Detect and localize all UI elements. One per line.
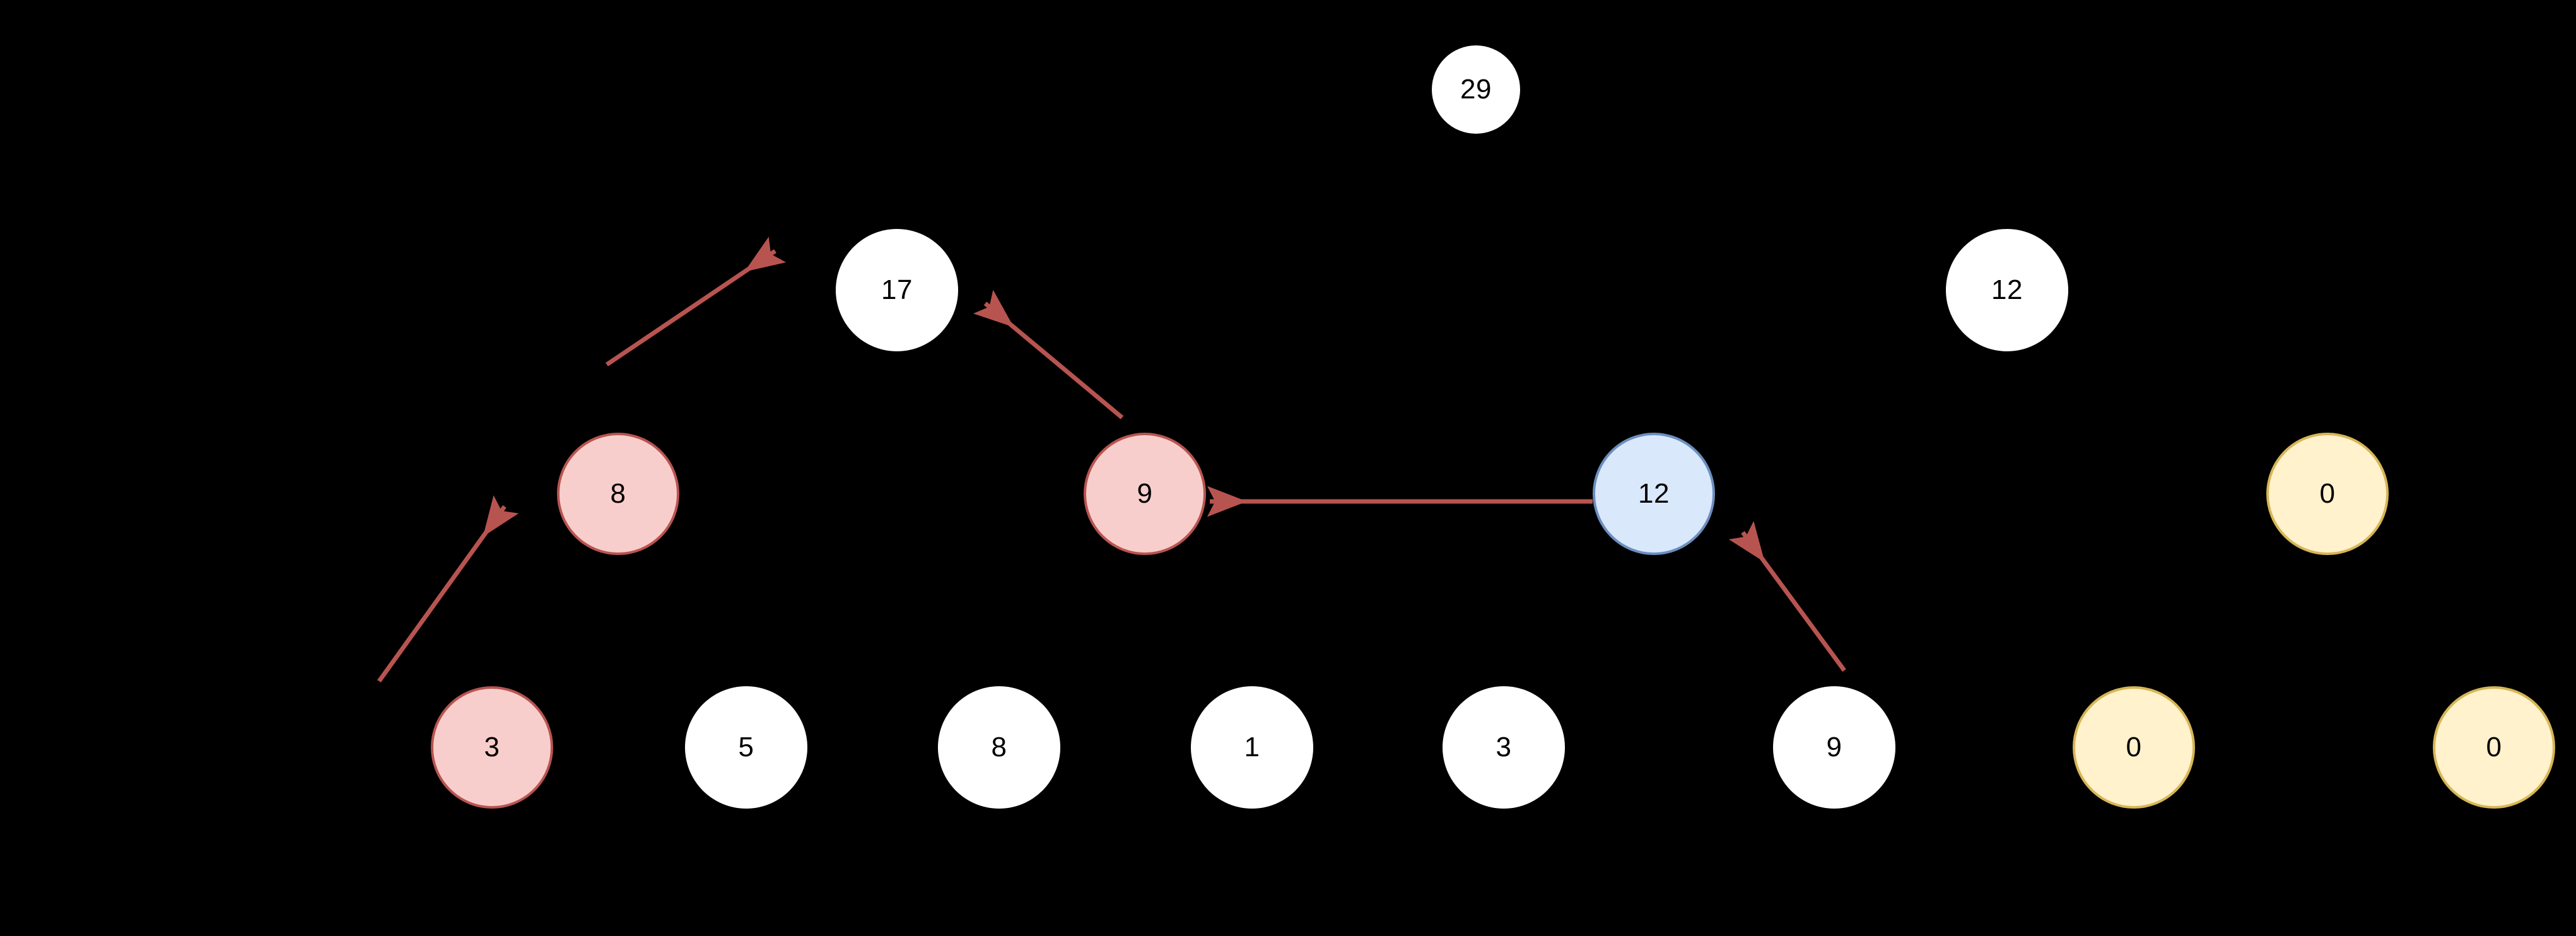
graph-node-label: 17: [881, 274, 913, 305]
graph-node[interactable]: 9: [1084, 433, 1206, 555]
graph-node[interactable]: 0: [2073, 686, 2195, 809]
graph-node[interactable]: 9: [1773, 686, 1895, 809]
edge-arrow: [606, 237, 787, 366]
graph-node-label: 0: [2126, 732, 2142, 763]
graph-node[interactable]: 12: [1946, 229, 2068, 351]
graph-node-label: 12: [1638, 478, 1670, 509]
graph-node-label: 8: [991, 732, 1007, 763]
graph-node[interactable]: 1: [1191, 686, 1313, 809]
graph-node[interactable]: 8: [938, 686, 1060, 809]
graph-node-label: 5: [738, 732, 754, 763]
graph-node[interactable]: 0: [2433, 686, 2555, 809]
graph-node-label: 0: [2486, 732, 2502, 763]
graph-node-label: 12: [1991, 274, 2023, 305]
graph-node-label: 29: [1460, 74, 1492, 105]
graph-node-label: 3: [1496, 732, 1512, 763]
edge-arrow: [1728, 521, 1846, 672]
graph-node-label: 9: [1826, 732, 1842, 763]
graph-node[interactable]: 17: [836, 229, 958, 351]
graph-node[interactable]: 5: [685, 686, 807, 809]
graph-node[interactable]: 8: [557, 433, 679, 555]
graph-node-label: 0: [2319, 478, 2336, 509]
graph-node[interactable]: 29: [1432, 45, 1520, 134]
graph-node-label: 1: [1244, 732, 1260, 763]
graph-node[interactable]: 3: [431, 686, 553, 809]
graph-node-label: 9: [1137, 478, 1153, 509]
graph-node[interactable]: 12: [1593, 433, 1715, 555]
graph-node[interactable]: 3: [1443, 686, 1565, 809]
graph-node-label: 3: [484, 732, 500, 763]
graph-node[interactable]: 0: [2266, 433, 2389, 555]
edge-arrow: [377, 495, 519, 683]
graph-node-label: 8: [610, 478, 626, 509]
edge-arrow: [973, 290, 1124, 419]
